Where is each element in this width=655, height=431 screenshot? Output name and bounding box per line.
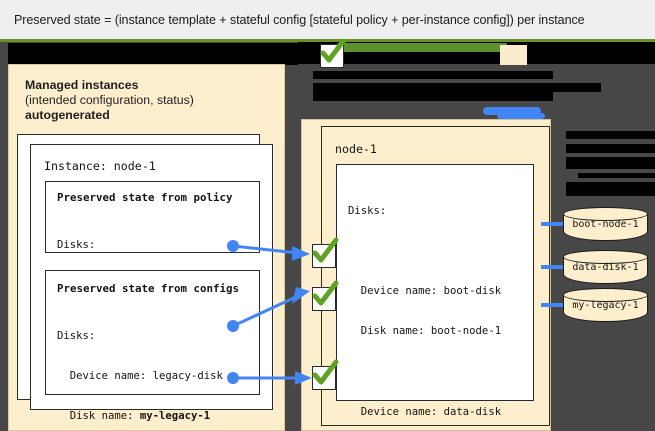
preserved-state-configs-box [45,270,260,395]
configs-box-body: Disks: Device name: legacy-disk Disk nam… [57,303,223,431]
configs-box-title: Preserved state from configs [57,282,240,295]
check-box-header [320,44,344,68]
disk-cylinder-data: data-disk-1 [563,250,648,288]
disk-label: data-disk-1 [572,262,639,273]
panel-heading-line2: (intended configuration, status) [25,93,194,107]
configs-device-line: Device name: legacy-disk [57,370,223,383]
panel-heading: Managed instances (intended configuratio… [25,78,194,123]
blue-redaction-scribble [483,107,541,115]
disk-connector-boot [541,222,567,226]
diagram-canvas: Managed instances (intended configuratio… [0,39,655,431]
node-title: node-1 [335,142,377,156]
redaction-bar-right-4 [578,173,655,178]
configs-diskname-value: my-legacy-1 [139,410,211,423]
connector-arrows [227,240,312,385]
cream-chip [500,45,527,65]
disk-connector-legacy [541,303,567,307]
arrow-head-3 [295,371,312,385]
redaction-bar-right-3 [566,157,655,169]
policy-disks-label: Disks: [57,238,96,251]
green-highlight-bar [337,43,507,52]
redaction-bar-mid-1 [313,71,553,79]
instance-title: Instance: node-1 [44,159,156,173]
configs-disks-label: Disks: [57,329,96,342]
redaction-bar-top-left [8,43,298,65]
check-box-metadata [312,366,336,390]
caption-bar: Preserved state = (instance template + s… [0,0,655,39]
redaction-bar-right-5 [566,182,655,196]
panel-heading-line1: Managed instances [25,78,139,92]
node-details-card [336,164,534,401]
node-boot-device: Device name: boot-disk [348,285,502,298]
redaction-bar-mid-3 [313,92,553,101]
policy-box-title: Preserved state from policy [57,191,233,204]
node-details-body: Disks: Device name: boot-disk Disk name:… [348,178,514,431]
arrow-head-1 [292,246,310,261]
disk-cylinder-boot: boot-node-1 [563,207,648,245]
check-box-legacy-disk [312,287,336,311]
configs-diskname-label: Disk name: [57,410,140,423]
disk-top [563,207,648,221]
panel-heading-line3: autogenerated [25,108,110,122]
redaction-bar-right-2 [566,144,655,153]
node-data-device: Device name: data-disk [348,405,502,418]
arrow-head-2 [292,287,310,304]
redaction-bar-mid-2 [313,83,601,92]
disk-cylinder-legacy: my-legacy-1 [563,288,648,326]
blue-redaction-scribble-2 [497,113,545,119]
disk-top [563,288,648,302]
disk-label: boot-node-1 [572,219,639,230]
disk-label: my-legacy-1 [572,300,639,311]
redaction-bar-right-1 [566,131,655,139]
node-boot-disk: Disk name: boot-node-1 [348,325,502,338]
caption-text: Preserved state = (instance template + s… [14,12,585,27]
node-disks-label: Disks: [348,204,387,217]
disk-connector-data [541,265,567,269]
preserved-state-policy-box [45,181,260,253]
check-box-data-disk [312,244,336,268]
disk-top [563,250,648,264]
